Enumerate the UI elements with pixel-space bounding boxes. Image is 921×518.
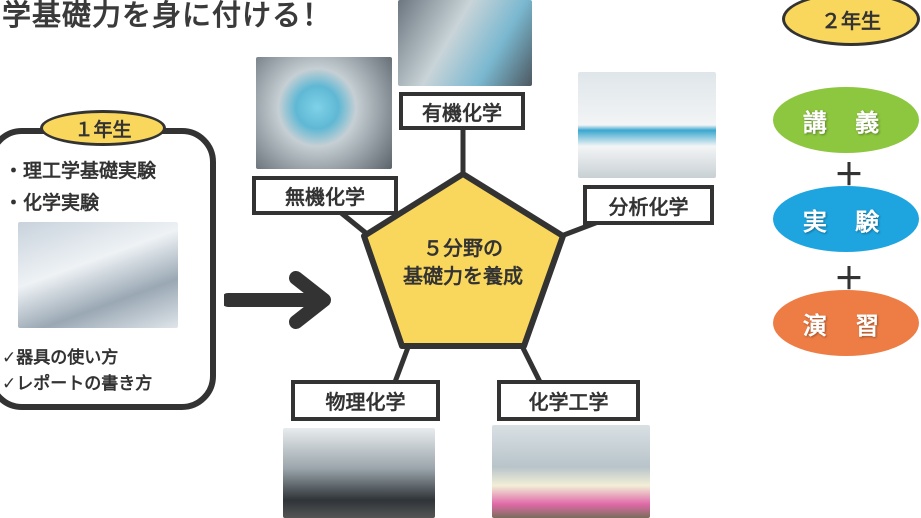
center-pentagon xyxy=(361,171,566,349)
year2-label: ２年生 xyxy=(782,0,920,46)
field-physical: 物理化学 xyxy=(291,380,440,421)
year1-item: ・化学実験 xyxy=(4,192,100,214)
arrow-right-icon xyxy=(224,271,331,329)
physical-photo xyxy=(283,428,435,518)
lecture-badge: 講 義 xyxy=(773,87,919,153)
organic-photo xyxy=(398,0,532,86)
field-engineering: 化学工学 xyxy=(497,380,640,421)
field-inorganic: 無機化学 xyxy=(252,176,398,215)
year1-check: ✓レポートの書き方 xyxy=(2,374,153,394)
exercise-badge: 演 習 xyxy=(773,290,919,356)
center-text-line1: ５分野の xyxy=(423,236,503,260)
field-analytical: 分析化学 xyxy=(583,185,714,225)
page-title: 学基礎力を身に付ける！ xyxy=(2,0,333,32)
engineering-photo xyxy=(492,425,650,518)
inorganic-photo xyxy=(256,57,392,169)
field-organic: 有機化学 xyxy=(399,92,525,130)
analytical-photo xyxy=(578,72,716,178)
center-text-line2: 基礎力を養成 xyxy=(403,264,523,288)
experiment-badge: 実 験 xyxy=(773,186,919,252)
year1-check: ✓器具の使い方 xyxy=(2,348,119,368)
year1-label: １年生 xyxy=(40,110,166,146)
year1-item: ・理工学基礎実験 xyxy=(4,160,157,182)
glassware-photo xyxy=(18,222,178,328)
